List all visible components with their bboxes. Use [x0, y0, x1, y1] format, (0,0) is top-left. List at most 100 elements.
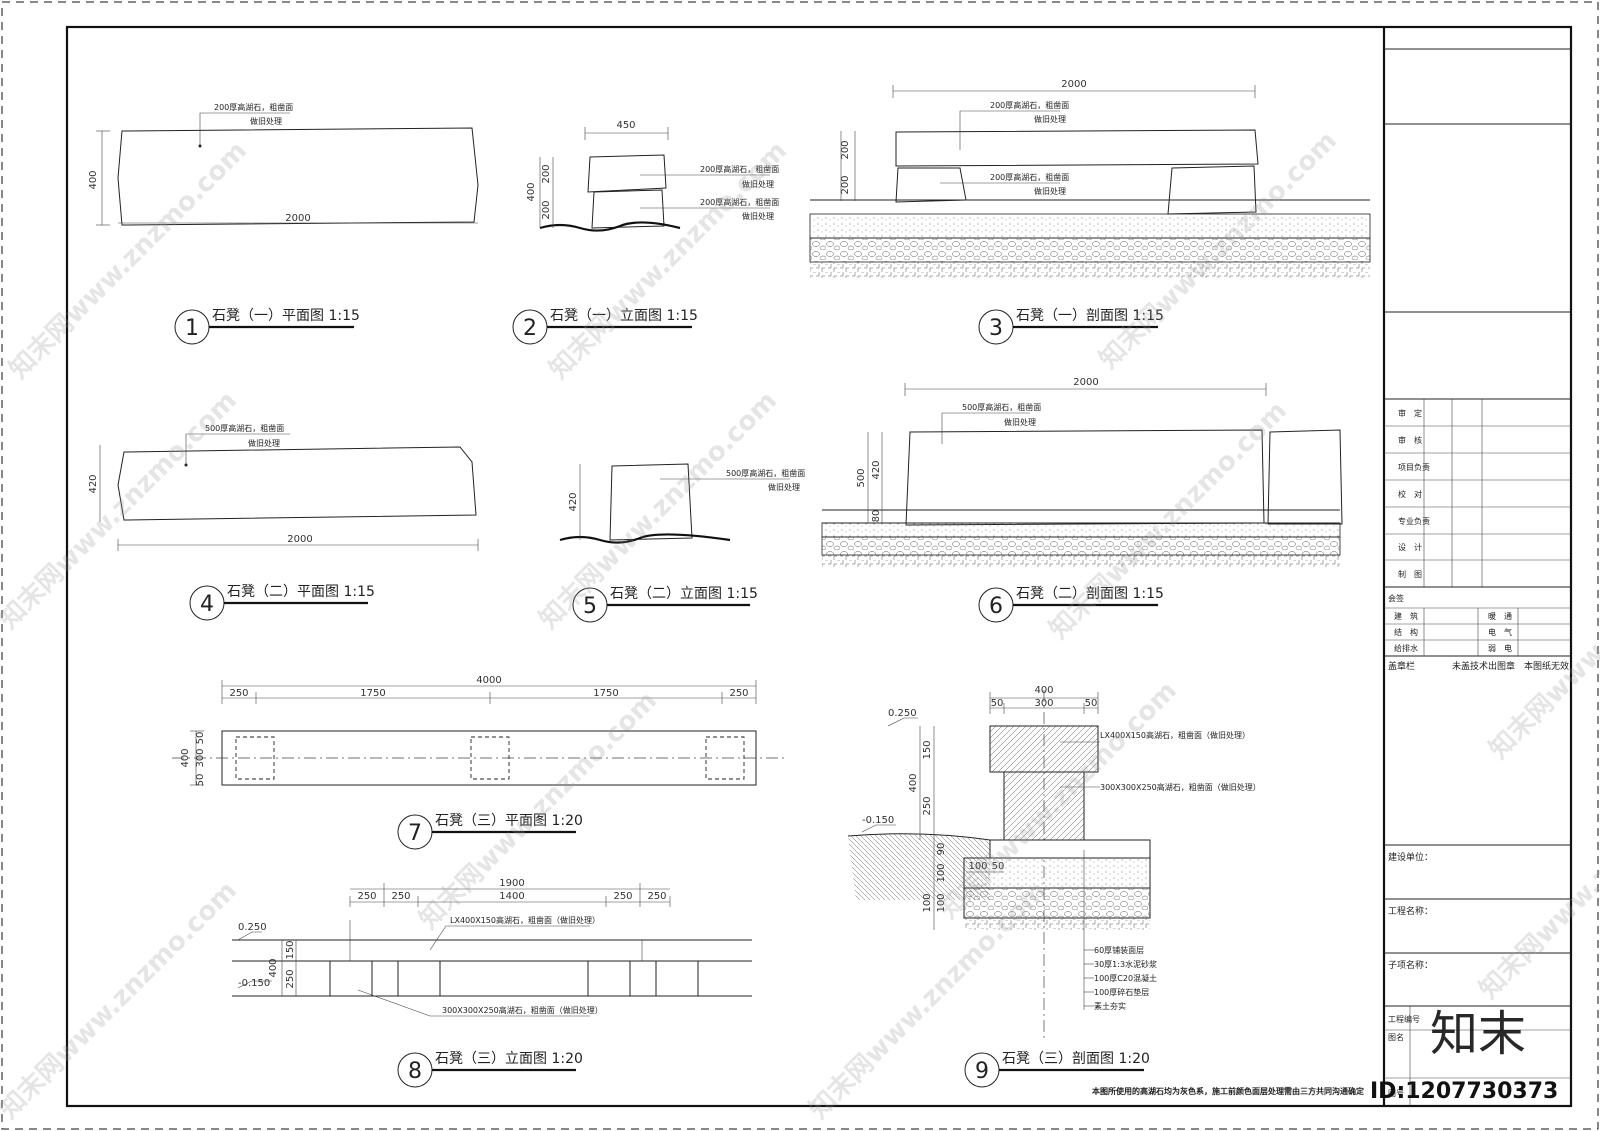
svg-text:300: 300: [195, 748, 206, 767]
tb-row-1: 审 定: [1398, 408, 1422, 418]
sub-name-label: 子项名称：: [1388, 959, 1433, 971]
dim-2d: 200: [541, 200, 552, 219]
svg-text:做旧处理: 做旧处理: [768, 482, 800, 492]
note-1b: 做旧处理: [250, 116, 282, 126]
tb-row-2: 审 核: [1398, 435, 1422, 445]
watermark-logo: 知末: [1430, 1006, 1526, 1062]
svg-text:250: 250: [729, 688, 748, 699]
drawing-8: 1900 250 250 1400 250 250 0.250 -0.150 4…: [232, 878, 752, 1088]
dim-1b: 2000: [285, 213, 310, 224]
svg-text:做旧处理: 做旧处理: [248, 438, 280, 448]
dim-4b: 2000: [287, 534, 312, 545]
drawing-7: 4000 250 1750 1750 250 400 300 50 50 7 石…: [172, 675, 786, 850]
note-5: 500厚高湖石，粗凿面: [726, 468, 805, 478]
svg-text:50: 50: [195, 774, 206, 787]
watermark-id: ID:1207730373: [1370, 1079, 1558, 1104]
drawing-9: 400 50 300 50 0.250 -0.150 150 400 250 9…: [847, 685, 1261, 1088]
drawing-title-9: 石凳（三）剖面图 1:20: [1002, 1051, 1150, 1067]
layer-4: 100厚碎石垫层: [1094, 987, 1149, 997]
note-6: 500厚高湖石，粗凿面: [962, 402, 1041, 412]
svg-text:200厚高湖石，粗凿面: 200厚高湖石，粗凿面: [990, 172, 1069, 182]
drawing-frame: [65, 25, 1573, 1108]
svg-text:知末网www.znzmo.com: 知末网www.znzmo.com: [0, 876, 243, 1125]
svg-text:8: 8: [408, 1059, 422, 1084]
svg-text:给排水: 给排水: [1394, 643, 1418, 653]
svg-text:9: 9: [975, 1059, 989, 1084]
svg-text:弱 电: 弱 电: [1488, 643, 1512, 653]
svg-text:1750: 1750: [593, 688, 618, 699]
drawing-3: 2000 200 200 200厚高湖石，粗凿面 做旧处理 200厚高湖石，粗凿…: [809, 79, 1371, 345]
drawing-title-6: 石凳（二）剖面图 1:15: [1016, 586, 1164, 602]
layer-3: 100厚C20混凝土: [1094, 973, 1157, 983]
stone-plan-1: [117, 127, 479, 226]
layer-2: 30厚1:3水泥砂浆: [1094, 959, 1157, 969]
svg-text:1750: 1750: [360, 688, 385, 699]
drawing-title-4: 石凳（二）平面图 1:15: [227, 584, 375, 600]
svg-text:知末网www.znzmo.com: 知末网www.znzmo.com: [1474, 756, 1600, 1005]
dim-8a: 1900: [499, 878, 524, 889]
svg-text:知末网www.znzmo.com: 知末网www.znzmo.com: [1484, 516, 1600, 765]
svg-text:6: 6: [989, 594, 1003, 619]
svg-text:250: 250: [357, 891, 376, 902]
dim-2a: 450: [616, 120, 635, 131]
svg-text:250: 250: [922, 796, 933, 815]
countersign-label: 会签: [1388, 593, 1404, 603]
svg-text:0.250: 0.250: [238, 922, 267, 933]
svg-text:知末网www.znzmo.com: 知末网www.znzmo.com: [1044, 396, 1293, 645]
layer-1: 60厚铺装面层: [1094, 945, 1144, 955]
svg-text:250: 250: [613, 891, 632, 902]
drawing-no-label: 图号: [1388, 1089, 1404, 1098]
svg-text:3: 3: [989, 316, 1003, 341]
svg-text:2: 2: [523, 316, 537, 341]
svg-text:400: 400: [908, 773, 919, 792]
note-4: 500厚高湖石，粗凿面: [205, 423, 284, 433]
svg-text:150: 150: [285, 940, 296, 959]
svg-text:250: 250: [391, 891, 410, 902]
dim-3c: 200: [840, 175, 851, 194]
svg-text:-0.150: -0.150: [238, 978, 270, 989]
drawing-title-8: 石凳（三）立面图 1:20: [435, 1051, 583, 1067]
drawing-title-2: 石凳（一）立面图 1:15: [550, 308, 698, 324]
svg-text:-0.150: -0.150: [862, 815, 894, 826]
dim-2c: 200: [541, 164, 552, 183]
note-8a: LX400X150高湖石，粗凿面（做旧处理）: [450, 915, 600, 925]
svg-text:300: 300: [1034, 698, 1053, 709]
dim-6d: 80: [871, 510, 882, 523]
svg-text:电 气: 电 气: [1488, 627, 1512, 637]
svg-text:100: 100: [968, 861, 987, 872]
svg-text:知末网www.znzmo.com: 知末网www.znzmo.com: [544, 136, 793, 385]
svg-text:400: 400: [268, 958, 279, 977]
svg-text:5: 5: [583, 594, 597, 619]
dim-7a: 4000: [476, 675, 501, 686]
build-unit-label: 建设单位：: [1388, 851, 1433, 863]
svg-text:暖 通: 暖 通: [1488, 611, 1512, 621]
svg-text:0.250: 0.250: [888, 708, 917, 719]
svg-text:做旧处理: 做旧处理: [1004, 417, 1036, 427]
svg-text:400: 400: [180, 748, 191, 767]
drawing-1: 400 2000 200厚高湖石，粗凿面 做旧处理 1 石凳（一）平面图 1:1…: [88, 102, 479, 345]
svg-text:100: 100: [922, 893, 933, 912]
svg-text:50: 50: [1085, 698, 1098, 709]
svg-text:90: 90: [936, 843, 947, 856]
dim-3b: 200: [840, 140, 851, 159]
svg-text:200厚高湖石，粗凿面: 200厚高湖石，粗凿面: [700, 197, 779, 207]
title-block: 审 定 审 核 项目负责 校 对 专业负责 设 计 制 图 会签 建 筑 暖 通…: [1382, 27, 1571, 1106]
dim-6c: 420: [871, 460, 882, 479]
svg-text:做旧处理: 做旧处理: [1034, 186, 1066, 196]
note-9b: 300X300X250高湖石，粗凿面（做旧处理）: [1100, 782, 1261, 792]
stone-2-bottom: [591, 189, 665, 229]
tb-row-3: 项目负责: [1398, 462, 1430, 472]
tb-row-4: 校 对: [1398, 489, 1422, 499]
dim-6a: 2000: [1073, 377, 1098, 388]
stamp-label: 盖章栏: [1388, 660, 1415, 672]
drawing-title-3: 石凳（一）剖面图 1:15: [1016, 308, 1164, 324]
svg-text:50: 50: [991, 698, 1004, 709]
svg-text:100: 100: [936, 863, 947, 882]
stamp-note: 未盖技术出图章 本图纸无效: [1452, 660, 1569, 672]
dim-3a: 2000: [1061, 79, 1086, 90]
svg-text:结 构: 结 构: [1394, 627, 1418, 637]
svg-text:250: 250: [229, 688, 248, 699]
drawing-5: 420 500厚高湖石，粗凿面 做旧处理 5 石凳（二）立面图 1:15: [559, 463, 805, 623]
